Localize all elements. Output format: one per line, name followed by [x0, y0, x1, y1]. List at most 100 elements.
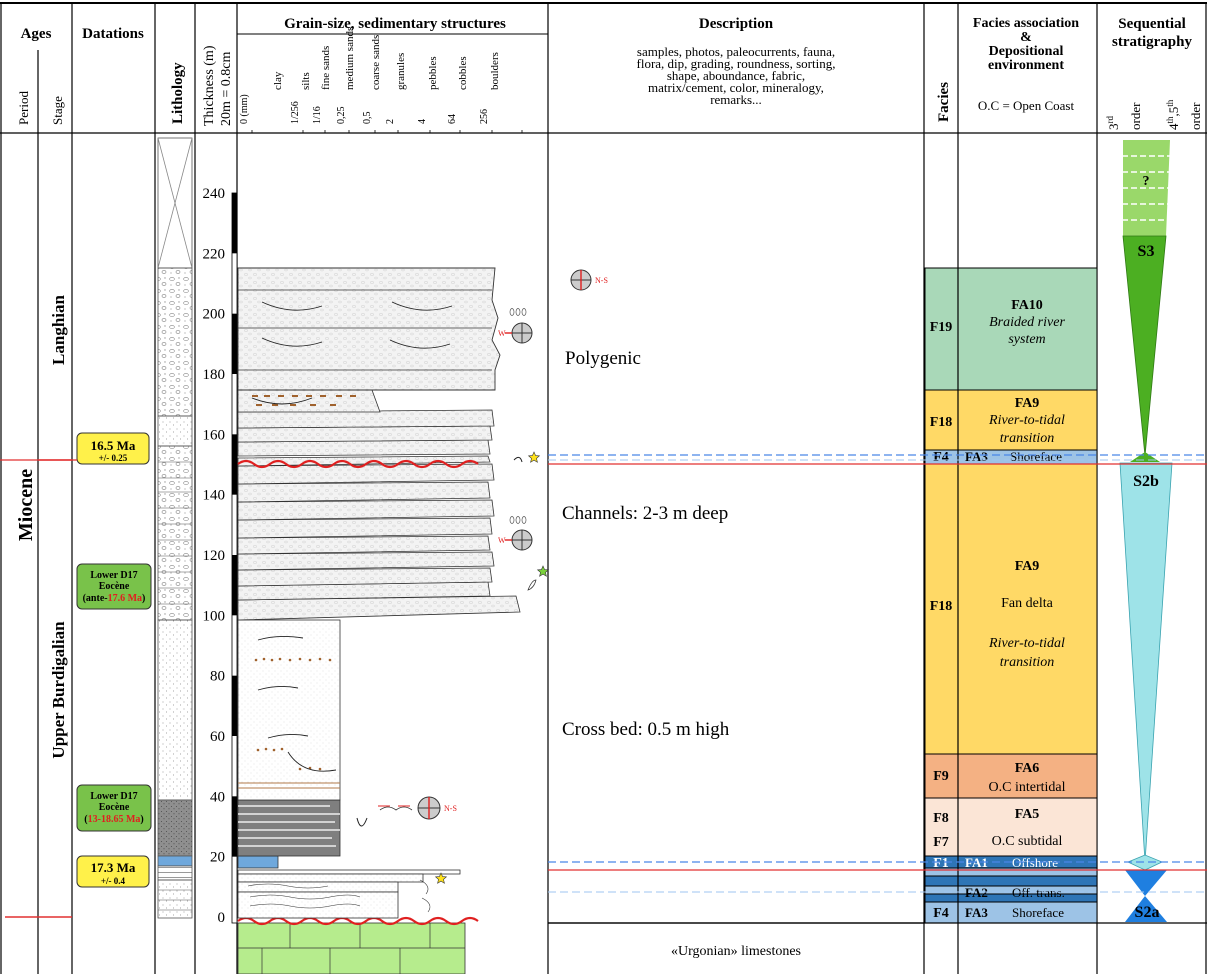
ages-header: Ages — [21, 26, 52, 42]
svg-text:transition: transition — [1000, 431, 1054, 446]
order-3rd-label: 3rd — [1105, 116, 1121, 130]
svg-text:Lower D17: Lower D17 — [90, 570, 137, 581]
svg-text:River-to-tidal: River-to-tidal — [988, 413, 1065, 428]
thickness-tick-label: 80 — [210, 669, 225, 685]
datation-16-5: 16.5 Ma +/- 0.25 — [77, 433, 149, 464]
grain-size-value: 0,25 — [336, 107, 347, 125]
grain-size-value: 4 — [417, 119, 428, 124]
thickness-tick-label: 60 — [210, 729, 225, 745]
facies-f4-upper: F4 — [933, 450, 949, 465]
svg-text:Braided river: Braided river — [989, 315, 1065, 330]
thickness-bar-segment — [232, 676, 237, 736]
thickness-bar-segment — [232, 555, 237, 615]
svg-text:S2a: S2a — [1135, 904, 1160, 921]
svg-text:FA3: FA3 — [965, 905, 988, 920]
grain-size-name: boulders — [489, 52, 501, 90]
svg-text:FA6: FA6 — [1015, 761, 1040, 776]
svg-text:?: ? — [1143, 174, 1150, 189]
description-subheader-line: remarks... — [710, 92, 762, 107]
facies-f1: F1 — [933, 856, 949, 871]
svg-text:16.5 Ma: 16.5 Ma — [91, 438, 136, 453]
grain-size-name: silts — [300, 72, 312, 90]
svg-text:O.C subtidal: O.C subtidal — [992, 834, 1063, 849]
svg-text:Shoreface: Shoreface — [1012, 905, 1064, 920]
svg-text:(ante-17.6 Ma): (ante-17.6 Ma) — [83, 593, 146, 604]
stage-upper-burdigalian: Upper Burdigalian — [49, 621, 68, 759]
thickness-tick-label: 220 — [203, 246, 226, 262]
facies-association-header-line: Facies association — [973, 16, 1079, 31]
svg-text:Eocène: Eocène — [99, 802, 130, 813]
grain-size-name: pebbles — [427, 56, 439, 90]
pebble-fabric-icon — [510, 309, 526, 316]
grain-size-name: coarse sands — [370, 35, 382, 90]
fa3-lower-label: FA3 Shoreface — [965, 905, 1064, 920]
paleocurrent-w-icon-2: W — [498, 530, 532, 550]
fa3-upper-label: FA3 Shoreface — [965, 449, 1062, 464]
thickness-tick-label: 140 — [203, 488, 226, 504]
facies-f18-lower: F18 — [930, 599, 953, 614]
grain-size-name: medium sands — [344, 27, 356, 90]
facies-association-header-line: Depositional — [989, 44, 1064, 59]
facies-f4-lower: F4 — [933, 906, 949, 921]
thickness-bar-segment — [232, 193, 237, 253]
description-header: Description — [699, 16, 774, 32]
grain-scale-labels: 0 (mm)clay1/256silts1/16fine sands0,25me… — [239, 27, 522, 133]
svg-text:S2b: S2b — [1133, 473, 1159, 490]
svg-text:FA3: FA3 — [965, 449, 988, 464]
svg-text:Lower D17: Lower D17 — [90, 791, 137, 802]
svg-text:S3: S3 — [1138, 243, 1155, 260]
facies-association-header-line: environment — [988, 58, 1064, 73]
facies-f9: F9 — [933, 769, 949, 784]
correlation-lines — [548, 455, 1207, 923]
period-miocene: Miocene — [15, 469, 37, 541]
order-4th-label-b: order — [1188, 102, 1203, 130]
thickness-tick-label: 180 — [203, 367, 226, 383]
stage-langhian: Langhian — [49, 294, 68, 364]
grain-size-header: Grain-size, sedimentary structures — [284, 16, 506, 32]
grain-size-value: 0 (mm) — [239, 94, 250, 124]
grain-size-value: 2 — [385, 119, 396, 124]
svg-text:River-to-tidal: River-to-tidal — [988, 636, 1065, 651]
svg-text:Shoreface: Shoreface — [1010, 449, 1062, 464]
star-icon-green — [528, 566, 548, 590]
facies-header: Facies — [936, 82, 952, 122]
desc-polygenic: Polygenic — [565, 348, 641, 369]
facies-f19: F19 — [930, 320, 953, 335]
star-icon-yellow — [514, 452, 539, 462]
thickness-bar-segment — [232, 314, 237, 374]
svg-text:FA5: FA5 — [1015, 807, 1040, 822]
svg-text:+/- 0.25: +/- 0.25 — [99, 453, 128, 463]
thickness-tick-label: 120 — [203, 548, 226, 564]
pebble-fabric-icon-2 — [510, 517, 526, 524]
grain-size-value: 0,5 — [362, 112, 373, 125]
facies-f18-upper: F18 — [930, 415, 953, 430]
lithology-header: Lithology — [170, 62, 186, 124]
facies-association-header-line: & — [1020, 30, 1032, 45]
description-subheader: samples, photos, paleocurrents, fauna,fl… — [637, 44, 836, 107]
svg-text:FA10: FA10 — [1011, 298, 1043, 313]
thickness-tick-label: 20 — [210, 850, 225, 866]
sequence-s3: ? S3 — [1122, 140, 1172, 456]
datations-header: Datations — [82, 26, 144, 42]
desc-urgonian: «Urgonian» limestones — [671, 944, 801, 959]
thickness-tick-label: 100 — [203, 608, 226, 624]
svg-text:system: system — [1008, 332, 1045, 347]
grain-size-value: 64 — [447, 114, 458, 124]
svg-text:17.3 Ma: 17.3 Ma — [91, 860, 136, 875]
grain-size-name: fine sands — [320, 46, 332, 90]
svg-text:N-S: N-S — [595, 276, 608, 285]
desc-channels: Channels: 2-3 m deep — [562, 503, 728, 524]
thickness-tick-label: 0 — [218, 910, 226, 926]
paleocurrent-w-icon: W — [498, 323, 532, 343]
period-header: Period — [16, 91, 31, 125]
order-3rd-label-b: order — [1128, 102, 1143, 130]
desc-crossbed: Cross bed: 0.5 m high — [562, 719, 730, 740]
thickness-scale: 20m = 0.8cm — [219, 52, 234, 126]
sequence-s2b: S2b — [1120, 452, 1172, 862]
thickness-tick-label: 240 — [203, 186, 226, 202]
grain-size-name: cobbles — [457, 56, 469, 90]
grain-size-value: 256 — [479, 109, 490, 124]
fa2-label: FA2 Off. trans. — [965, 885, 1065, 900]
svg-text:N-S: N-S — [444, 804, 457, 813]
